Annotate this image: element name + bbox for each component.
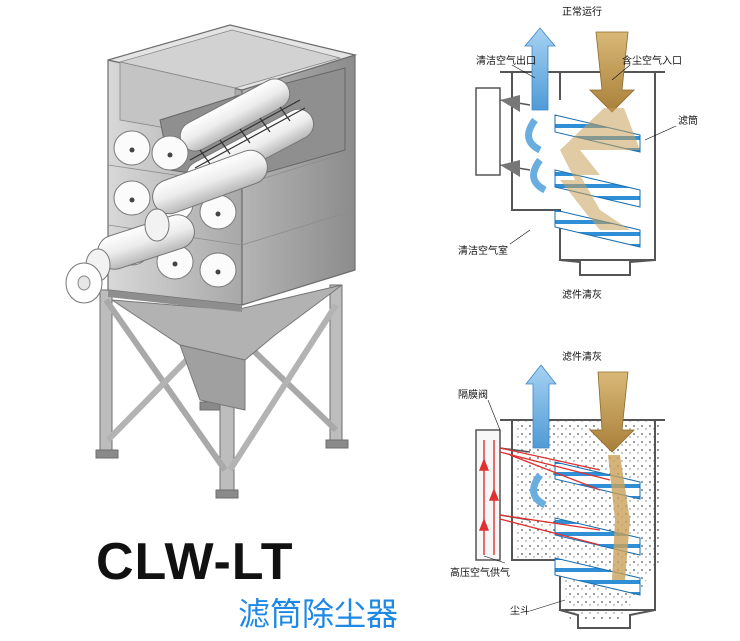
dusty-air-inlet-arrow (589, 31, 635, 113)
normal-cleaning-label: 滤件清灰 (562, 288, 602, 301)
high-pressure-air-label: 高压空气供气 (450, 566, 510, 579)
diaphragm-valve-label: 隔膜阀 (458, 388, 488, 401)
cleaning-operation-diagram: 滤件清灰 (450, 350, 665, 629)
clean-air-outlet-arrow (524, 27, 556, 111)
cleaning-dusty-air-arrow (589, 371, 635, 453)
clean-air-outlet-label: 清洁空气出口 (476, 54, 536, 67)
dusty-air-inlet-label: 含尘空气入口 (622, 54, 682, 67)
high-pressure-air-arrows (478, 440, 500, 555)
cleaning-housing (511, 420, 656, 611)
filter-label: 滤筒 (678, 114, 698, 127)
normal-title: 正常运行 (562, 5, 602, 18)
model-number: CLW-LT (96, 533, 294, 591)
normal-operation-diagram: 正常运行 清洁空气出口 含尘 (458, 5, 698, 301)
cleaning-clean-air-arrow (525, 364, 557, 449)
dust-collector-3d-illustration (65, 24, 358, 499)
cleaning-title: 滤件清灰 (562, 350, 602, 363)
pulse-jet-streams (499, 447, 611, 546)
product-name: 滤筒除尘器 (238, 595, 399, 633)
hopper-label: 尘斗 (510, 605, 530, 617)
exploded-cartridges (65, 149, 268, 304)
clean-air-chamber-label: 清洁空气室 (458, 244, 508, 257)
